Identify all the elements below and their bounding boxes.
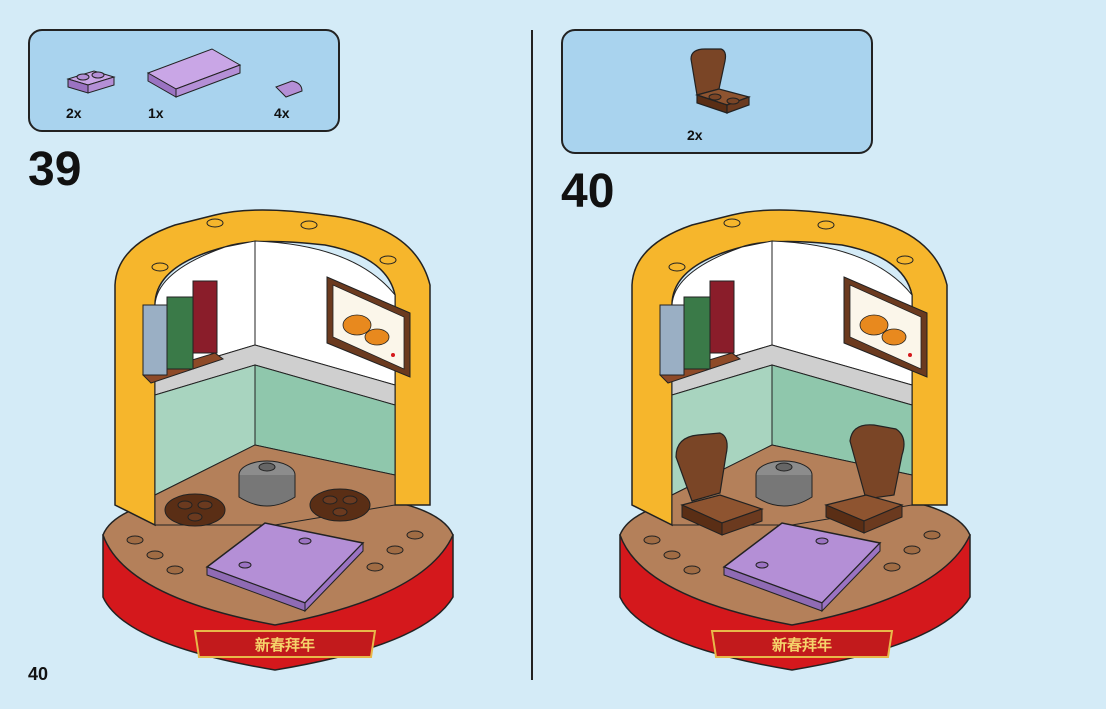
lavender-quarter-tile-icon — [274, 79, 304, 99]
grey-round-table — [756, 461, 812, 506]
quantity-label: 2x — [687, 127, 703, 143]
quantity-label: 2x — [66, 105, 82, 121]
brown-stud-cluster — [165, 494, 225, 526]
banner-text: 新春拜年 — [255, 636, 315, 654]
parts-box-step-39: 2x 1x 4x — [28, 29, 340, 132]
brown-chair-icon — [683, 45, 755, 117]
banner-red-gold: 新春拜年 — [712, 631, 892, 657]
grey-round-table — [239, 461, 295, 506]
model-illustration-step-39: 新春拜年 — [95, 205, 460, 675]
step-divider — [531, 30, 533, 680]
model-illustration-step-40: 新春拜年 — [612, 205, 977, 675]
banner-text: 新春拜年 — [772, 636, 832, 654]
quantity-label: 4x — [274, 105, 290, 121]
lavender-plate-1x2-icon — [66, 67, 116, 97]
step-number: 40 — [561, 168, 614, 216]
page-number: 40 — [28, 664, 48, 685]
brown-stud-cluster — [310, 489, 370, 521]
lavender-tile-2x6-icon — [146, 43, 242, 101]
banner-red-gold: 新春拜年 — [195, 631, 375, 657]
quantity-label: 1x — [148, 105, 164, 121]
step-number: 39 — [28, 146, 81, 194]
parts-box-step-40: 2x — [561, 29, 873, 154]
